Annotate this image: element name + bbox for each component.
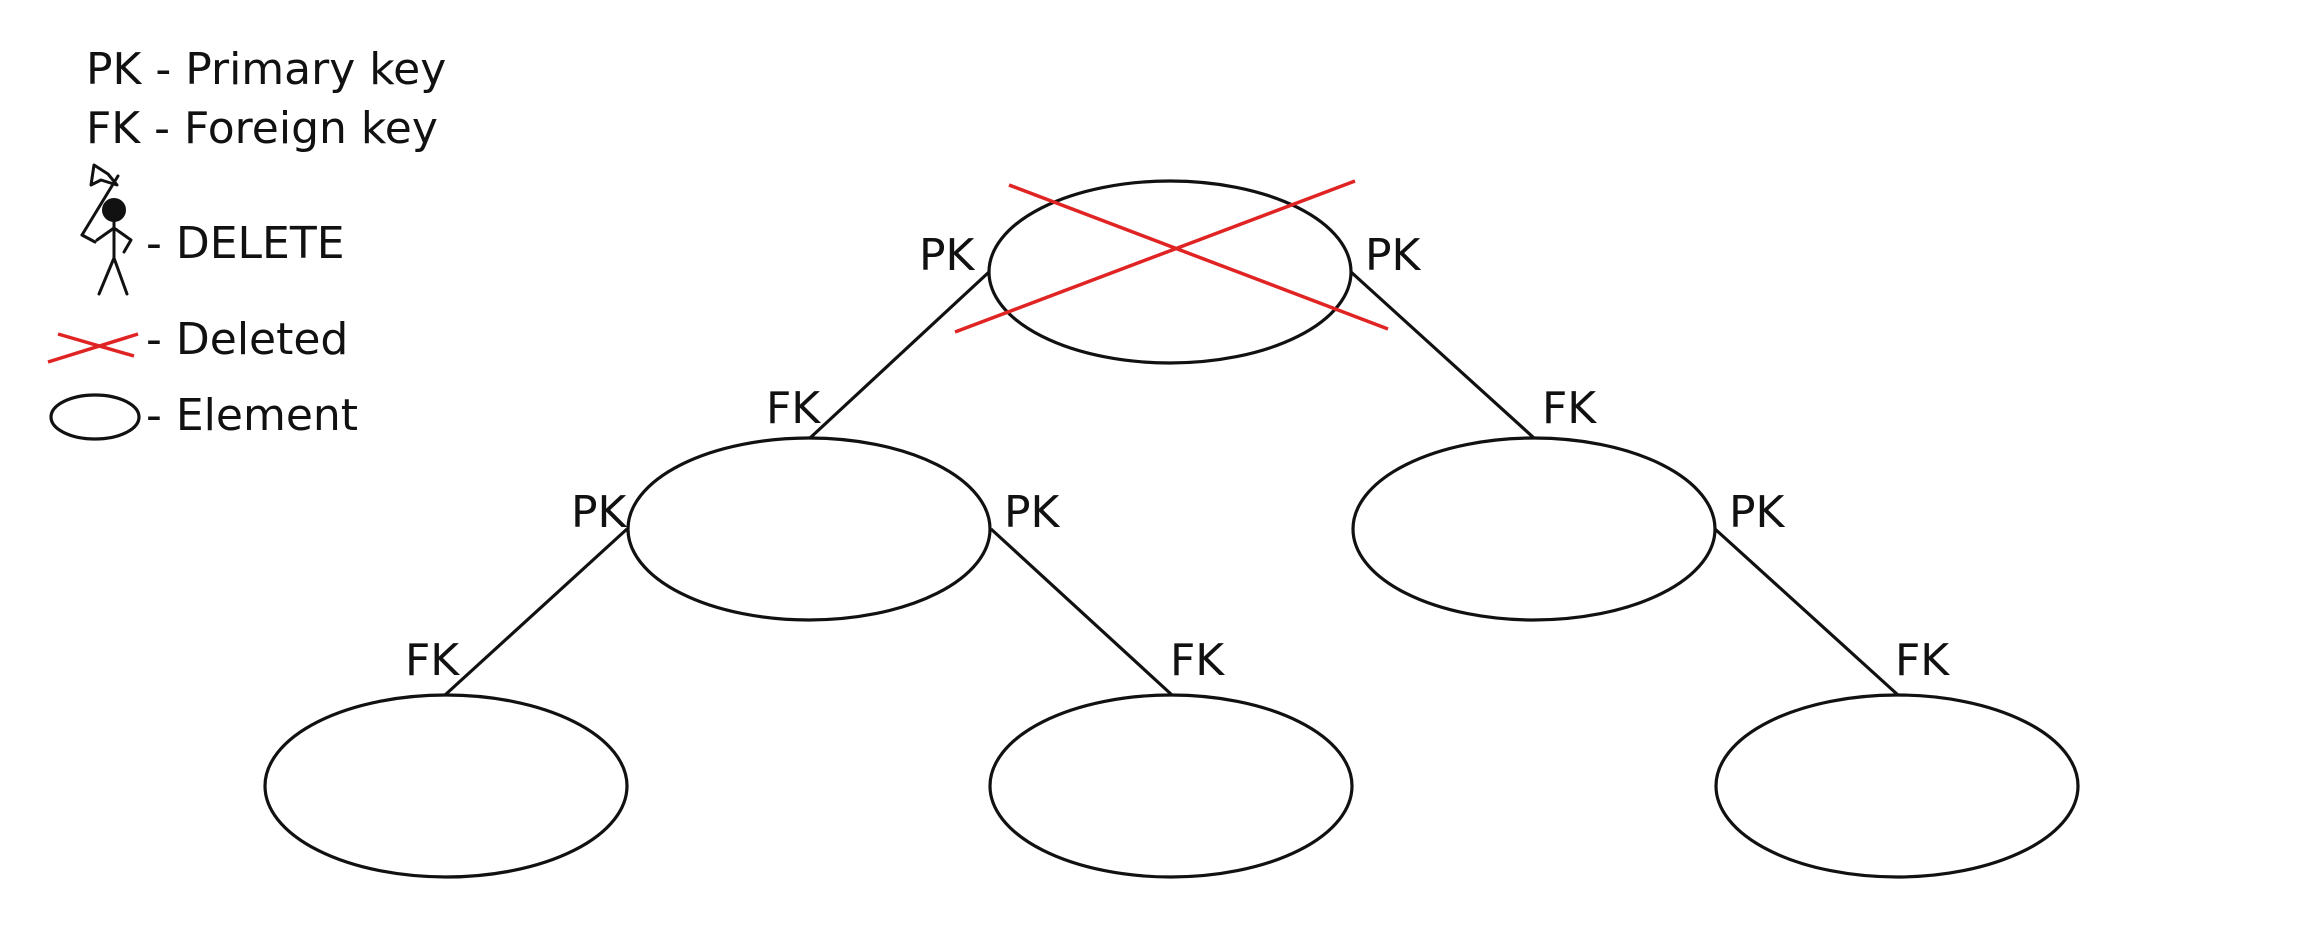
legend-element: - Element <box>146 390 358 441</box>
element-leaf-1 <box>263 693 629 879</box>
leaf-3-fk: FK <box>1895 635 1950 686</box>
legend-foreign-key: FK - Foreign key <box>86 103 438 154</box>
left-pk-right: PK <box>1004 487 1061 538</box>
element-root <box>987 179 1353 365</box>
root-pk-right: PK <box>1365 230 1422 281</box>
edge-root-left <box>808 270 991 440</box>
element-right <box>1351 436 1717 622</box>
key-labels: PK PK FK FK PK PK PK FK FK FK <box>405 230 1950 686</box>
root-pk-left: PK <box>919 230 976 281</box>
ellipse-icon <box>49 393 141 441</box>
legend-delete: - DELETE <box>146 218 345 269</box>
red-cross-icon <box>47 332 139 364</box>
legend: PK - Primary key FK - Foreign key - DELE… <box>47 44 446 441</box>
left-fk: FK <box>766 383 821 434</box>
stick-figure-with-axe-icon <box>80 163 133 296</box>
edge-root-right <box>1349 270 1536 440</box>
nodes <box>263 179 2080 879</box>
leaf-1-fk: FK <box>405 635 460 686</box>
legend-deleted: - Deleted <box>146 314 348 365</box>
element-leaf-3 <box>1714 693 2080 879</box>
edge-right-rightleaf <box>1713 527 1900 697</box>
legend-primary-key: PK - Primary key <box>86 44 446 95</box>
edge-left-leftleaf <box>443 527 629 697</box>
left-pk-left: PK <box>571 487 628 538</box>
element-leaf-2 <box>988 693 1354 879</box>
right-pk-right: PK <box>1729 487 1786 538</box>
right-fk: FK <box>1542 383 1597 434</box>
edge-left-midleaf <box>989 527 1174 697</box>
deleted-cross-root <box>954 179 1389 334</box>
edges <box>443 270 1900 697</box>
element-left <box>626 436 992 622</box>
leaf-2-fk: FK <box>1170 635 1225 686</box>
